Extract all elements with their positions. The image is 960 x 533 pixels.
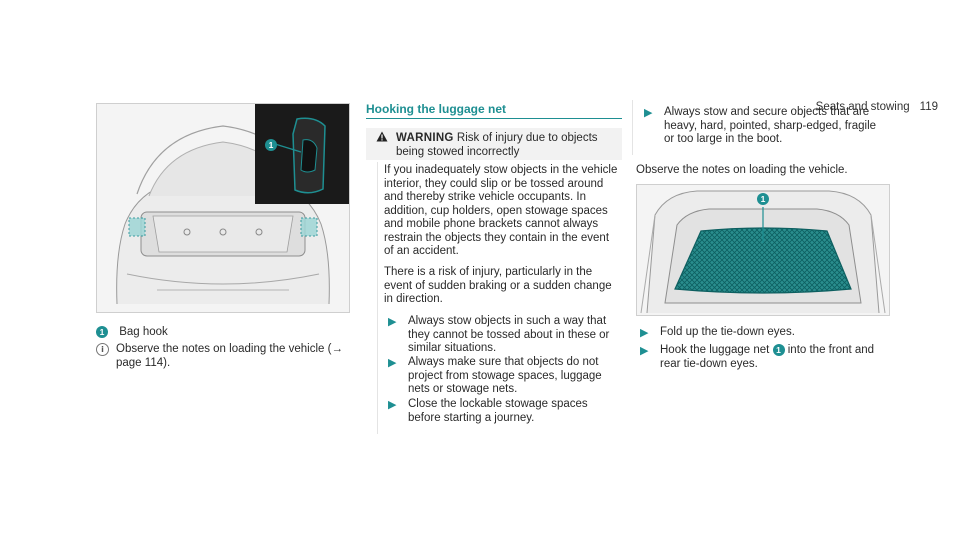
- warning-header-box: [366, 128, 622, 160]
- page-header: Seats and stowing 119: [816, 101, 938, 113]
- step-arrow-icon: ▶: [388, 398, 397, 411]
- step-arrow-icon: ▶: [388, 315, 397, 328]
- warning-label: WARNING: [396, 132, 454, 144]
- page-number: 119: [919, 101, 938, 113]
- section-title: Hooking the luggage net: [366, 102, 506, 116]
- step-text: Always stow and secure objects that are …: [664, 106, 877, 145]
- instruction-step-1: ▶ Fold up the tie-down eyes.: [636, 326, 886, 340]
- callout-number: 1: [772, 344, 785, 356]
- title-rule: [366, 118, 622, 119]
- observe-note: Observe the notes on loading the vehicle…: [636, 164, 848, 176]
- step-text: Always stow objects in such a way that t…: [408, 315, 610, 354]
- step-text: Always make sure that objects do not pro…: [408, 356, 602, 395]
- step-arrow-icon: ▶: [640, 326, 649, 339]
- callout-1-left-figure: 1: [265, 139, 277, 151]
- step-arrow-icon: ▶: [640, 344, 649, 357]
- warning-step-4: ▶ Always stow and secure objects that ar…: [640, 106, 880, 147]
- caption-note: i Observe the notes on loading the vehic…: [96, 342, 348, 370]
- step-arrow-icon: ▶: [644, 106, 653, 119]
- warning-paragraph-2: There is a risk of injury, particularly …: [384, 266, 612, 305]
- callout-number: 1: [96, 325, 108, 338]
- step-arrow-icon: ▶: [388, 356, 397, 369]
- info-icon: i: [96, 343, 109, 356]
- caption-note-text: Observe the notes on loading the vehicle…: [116, 343, 343, 369]
- warning-title-text: Risk of injury due to objects being stow…: [396, 132, 598, 158]
- luggage-net-illustration: [637, 185, 889, 315]
- callout-1-right-figure: 1: [757, 193, 769, 205]
- step-text: Fold up the tie-down eyes.: [660, 326, 795, 338]
- warning-title: WARNING Risk of injury due to objects be…: [366, 131, 616, 159]
- warning-step-2: ▶ Always make sure that objects do not p…: [384, 356, 620, 397]
- warning-side-rule-continued: [632, 100, 633, 155]
- warning-step-1: ▶ Always stow objects in such a way that…: [384, 315, 620, 356]
- boot-figure-luggage-net: 1: [636, 184, 890, 316]
- caption-bag-hook: 1 Bag hook: [96, 325, 348, 339]
- warning-step-3: ▶ Close the lockable stowage spaces befo…: [384, 398, 620, 425]
- boot-figure-bag-hook: 1: [96, 103, 350, 313]
- step-text: Hook the luggage net 1 into the front an…: [660, 344, 882, 371]
- warning-side-rule: [377, 162, 378, 434]
- step-text-before: Hook the luggage net: [660, 344, 770, 357]
- section-name: Seats and stowing: [815, 101, 910, 113]
- step-text: Close the lockable stowage spaces before…: [408, 398, 588, 424]
- boot-illustration: [97, 104, 349, 312]
- caption-text: Bag hook: [119, 326, 168, 338]
- warning-triangle-icon: [376, 131, 388, 146]
- step-text-after: into the front and rear tie-down eyes.: [660, 344, 875, 370]
- instruction-step-2: ▶ Hook the luggage net 1 into the front …: [636, 344, 886, 371]
- warning-paragraph-1: If you inadequately stow objects in the …: [384, 164, 618, 257]
